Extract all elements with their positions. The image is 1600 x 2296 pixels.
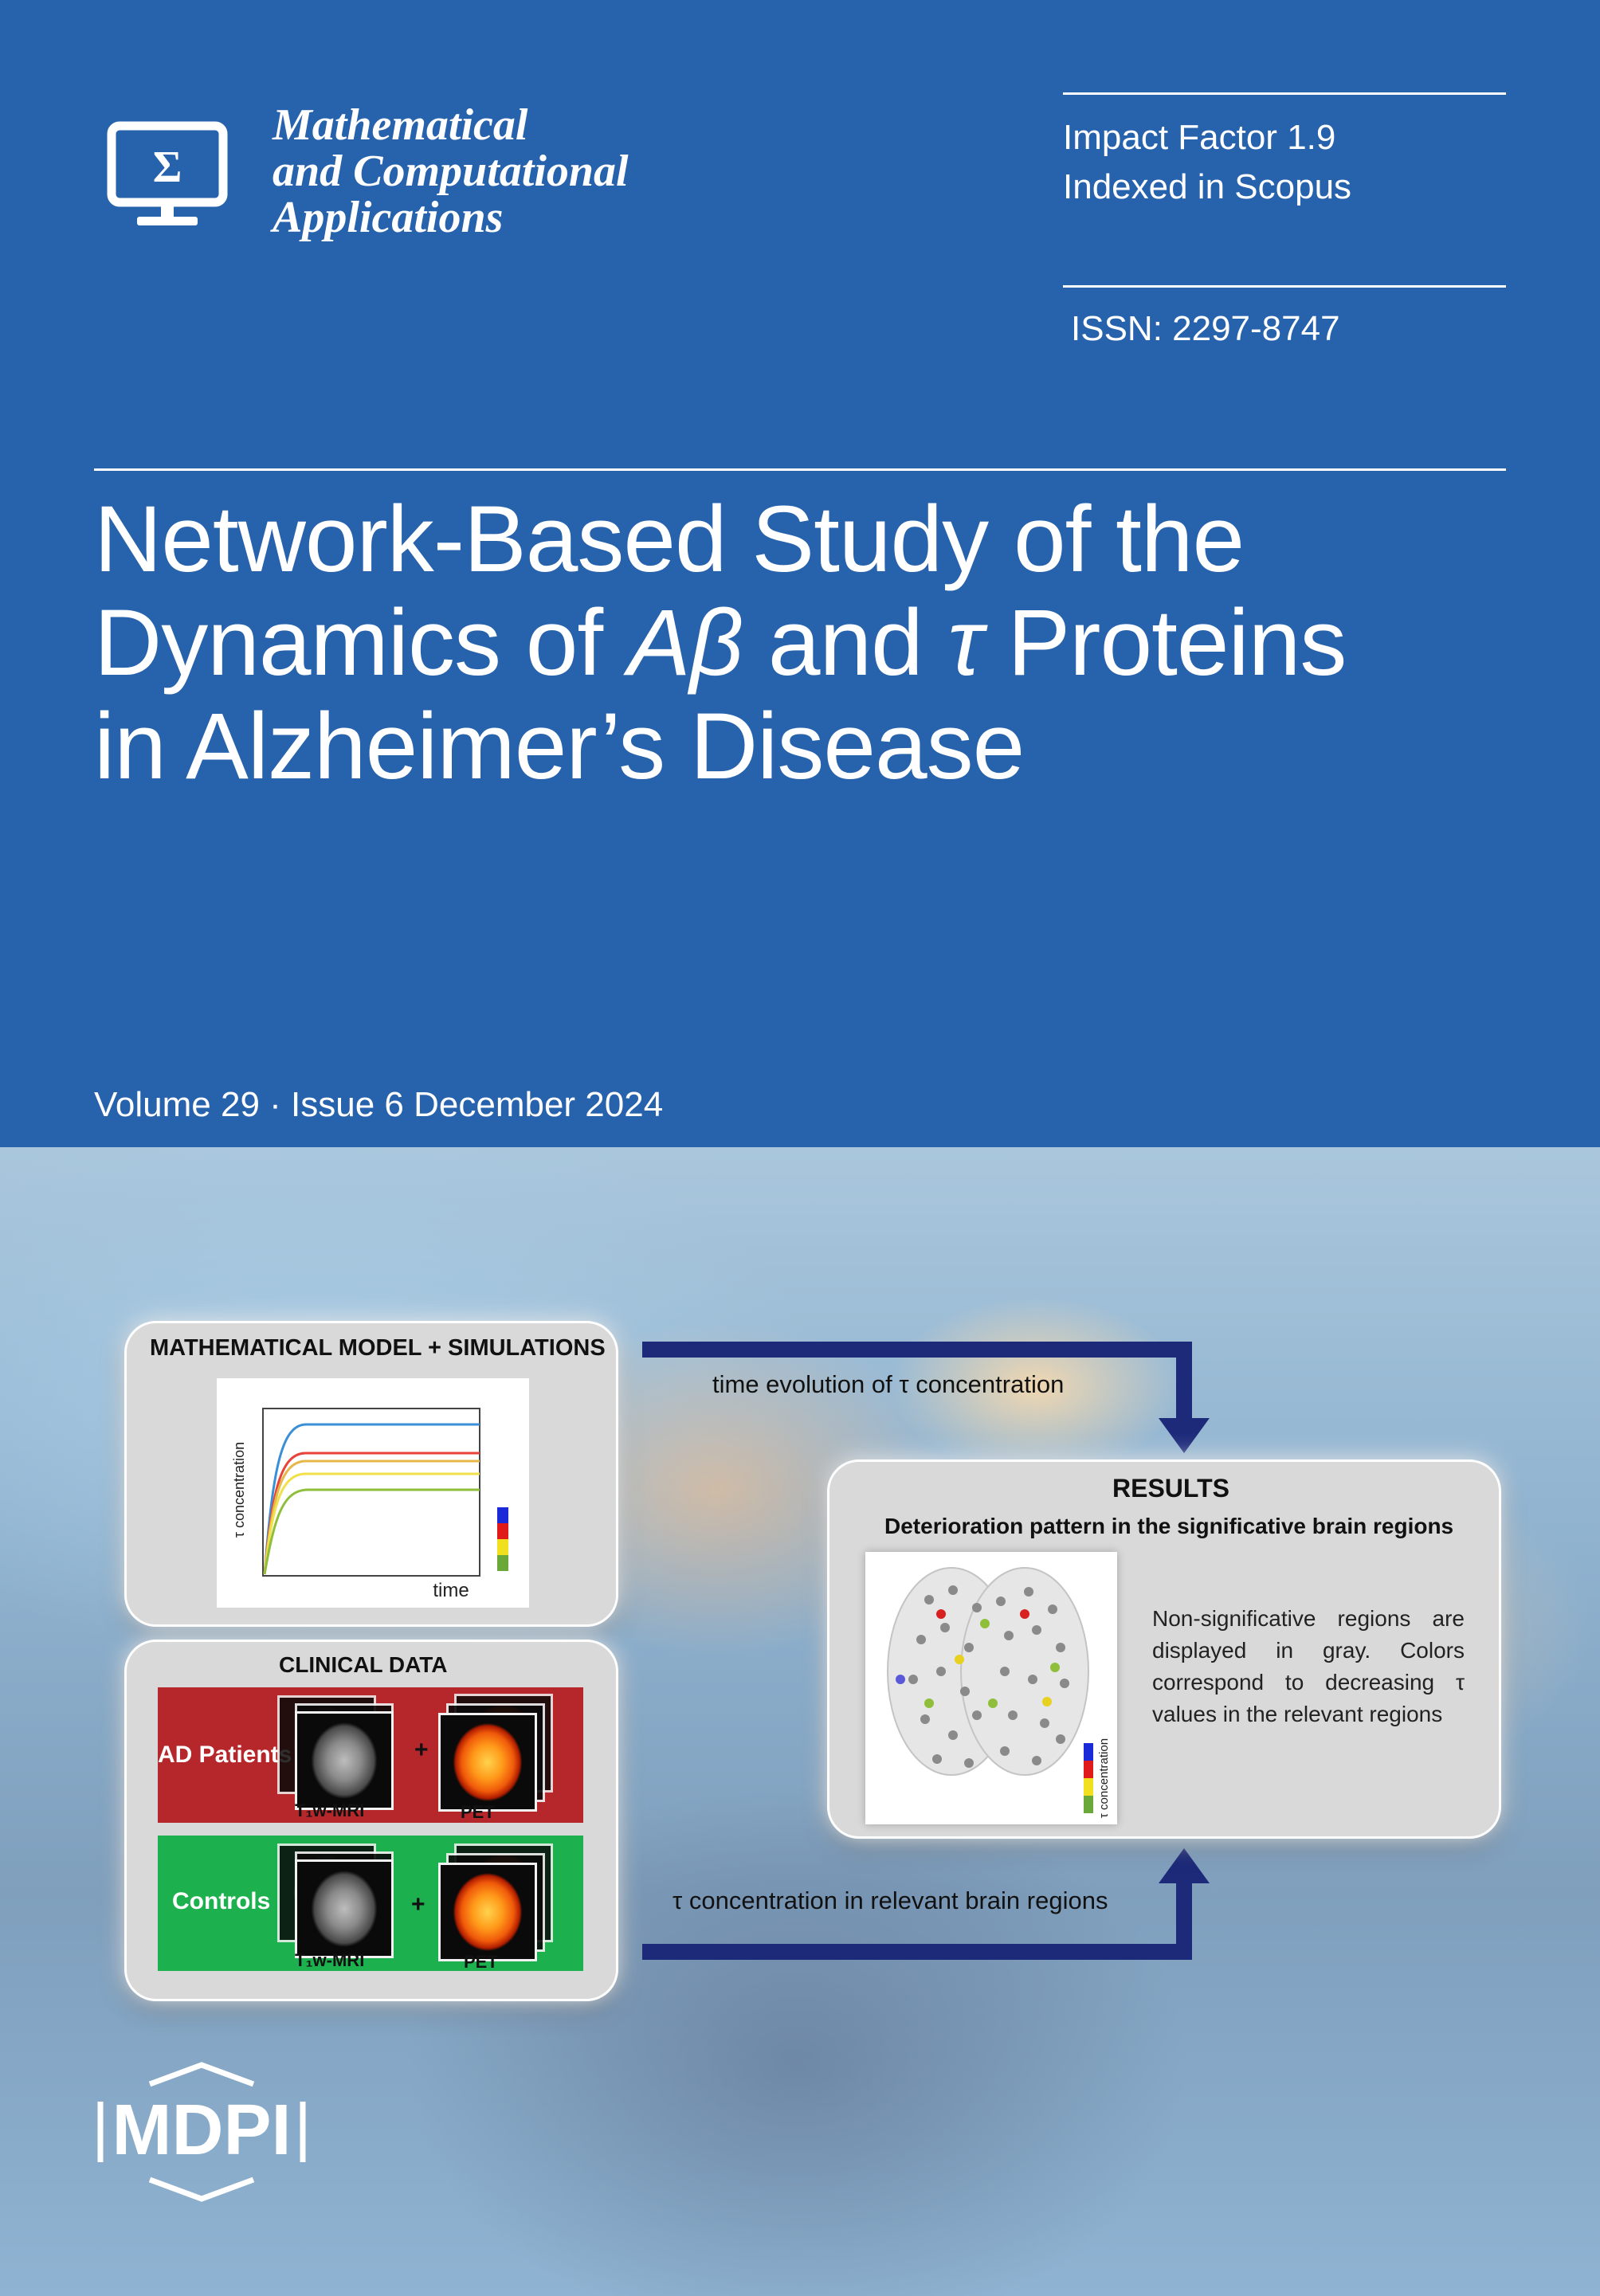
brain-network-svg: τ concentration bbox=[887, 1567, 1111, 1818]
blue-node bbox=[896, 1675, 905, 1684]
mdpi-logo: MDPI bbox=[94, 2060, 309, 2204]
mri-label: T₁w-MRI bbox=[295, 1950, 365, 1970]
colorbar-segment bbox=[1084, 1743, 1093, 1761]
bottom-arrow-line bbox=[642, 1880, 1192, 1960]
chart-ylabel: τ concentration bbox=[231, 1442, 247, 1538]
title-text: Dynamics of bbox=[94, 590, 628, 695]
issn: ISSN: 2297-8747 bbox=[1071, 309, 1340, 348]
gray-nodes bbox=[908, 1585, 1069, 1768]
title-text: and bbox=[743, 590, 948, 695]
pet-slice bbox=[438, 1863, 537, 1961]
pet-label: PET bbox=[464, 1952, 498, 1972]
title-symbol: τ bbox=[947, 590, 983, 695]
title-line: Dynamics of Aβ and τ Proteins bbox=[94, 591, 1544, 695]
ad-patients-label: AD Patients bbox=[158, 1742, 292, 1768]
series-line bbox=[263, 1459, 480, 1575]
model-panel-title: MATHEMATICAL MODEL + SIMULATIONS bbox=[150, 1335, 606, 1361]
red-node bbox=[1020, 1609, 1029, 1619]
logo-hex-top bbox=[148, 2062, 255, 2087]
series-line bbox=[263, 1472, 480, 1575]
colorbar-label: τ concentration bbox=[1097, 1738, 1111, 1818]
top-arrow-label: time evolution of τ concentration bbox=[712, 1370, 1065, 1398]
title-line: Network-Based Study of the bbox=[94, 487, 1245, 592]
pet-slice bbox=[438, 1713, 537, 1812]
journal-name: Mathematical and Computational Applicati… bbox=[273, 102, 629, 241]
title-line: in Alzheimer’s Disease bbox=[94, 694, 1025, 799]
colorbar-segment bbox=[497, 1523, 508, 1539]
volume-issue: Volume 29 · Issue 6 December 2024 bbox=[94, 1085, 664, 1124]
article-title: Network-Based Study of the Dynamics of A… bbox=[94, 488, 1544, 798]
colorbar-segment bbox=[1084, 1761, 1093, 1778]
tau-simulation-svg: τ concentration time bbox=[231, 1408, 508, 1601]
green-node bbox=[1050, 1663, 1060, 1672]
bottom-arrow-label: τ concentration in relevant brain region… bbox=[673, 1887, 1108, 1914]
mdpi-hexagon-logo: MDPI bbox=[97, 2062, 306, 2202]
mdpi-logo-text: MDPI bbox=[112, 2090, 292, 2170]
results-subtitle: Deterioration pattern in the significati… bbox=[884, 1514, 1454, 1538]
green-node bbox=[988, 1698, 998, 1708]
chart-xlabel: time bbox=[433, 1580, 469, 1601]
colorbar-segment bbox=[1084, 1796, 1093, 1813]
journal-name-line: and Computational bbox=[273, 147, 629, 196]
colorbar-segment bbox=[1084, 1778, 1093, 1796]
clinical-panel-title: CLINICAL DATA bbox=[279, 1652, 448, 1677]
brain-network-figure: τ concentration bbox=[865, 1552, 1117, 1824]
controls-band: Controls + T₁w-MRI PET bbox=[158, 1836, 583, 1972]
mri-slice bbox=[295, 1711, 394, 1810]
yellow-node bbox=[1042, 1697, 1052, 1706]
divider bbox=[94, 468, 1506, 471]
journal-name-line: Applications bbox=[273, 193, 504, 242]
pet-label: PET bbox=[461, 1802, 495, 1822]
monitor-sigma-icon: Σ bbox=[107, 121, 228, 225]
arrow-down-icon bbox=[1159, 1418, 1210, 1453]
journal-name-line: Mathematical bbox=[273, 100, 528, 150]
green-node bbox=[980, 1619, 990, 1628]
logo-hex-bottom bbox=[148, 2176, 255, 2202]
mri-label: T₁w-MRI bbox=[295, 1800, 365, 1820]
plus-sign: + bbox=[414, 1737, 429, 1763]
top-arrow-line bbox=[642, 1342, 1192, 1421]
red-node bbox=[936, 1609, 946, 1619]
series-line bbox=[263, 1452, 480, 1575]
indexing: Indexed in Scopus bbox=[1063, 167, 1352, 206]
colorbar-segment bbox=[497, 1555, 508, 1571]
green-node bbox=[924, 1698, 934, 1708]
impact-factor: Impact Factor 1.9 bbox=[1063, 118, 1336, 157]
tau-simulation-chart: τ concentration time bbox=[217, 1378, 529, 1608]
logo-glyph: Σ bbox=[153, 143, 182, 192]
results-note: Non-significative regions are displayed … bbox=[1152, 1606, 1465, 1726]
controls-label: Controls bbox=[172, 1888, 271, 1914]
series-line bbox=[263, 1423, 480, 1575]
chart-frame bbox=[262, 1408, 480, 1577]
title-text: Proteins bbox=[982, 590, 1347, 695]
plus-sign: + bbox=[411, 1891, 425, 1918]
series-line bbox=[263, 1488, 480, 1575]
right-hemisphere bbox=[960, 1567, 1089, 1776]
mri-slice bbox=[295, 1859, 394, 1958]
arrow-up-icon bbox=[1159, 1848, 1210, 1883]
results-panel-title: RESULTS bbox=[1112, 1474, 1229, 1503]
divider bbox=[1063, 285, 1506, 288]
flow-arrows bbox=[642, 1342, 1210, 1960]
ad-patients-band: AD Patients + T₁w-MRI PET bbox=[158, 1687, 583, 1823]
divider bbox=[1063, 92, 1506, 95]
colorbar-segment bbox=[497, 1539, 508, 1555]
yellow-node bbox=[955, 1655, 964, 1664]
cover-header: Σ Mathematical and Computational Applica… bbox=[0, 0, 1600, 1147]
title-symbol: Aβ bbox=[627, 590, 743, 695]
colorbar-segment bbox=[497, 1507, 508, 1523]
